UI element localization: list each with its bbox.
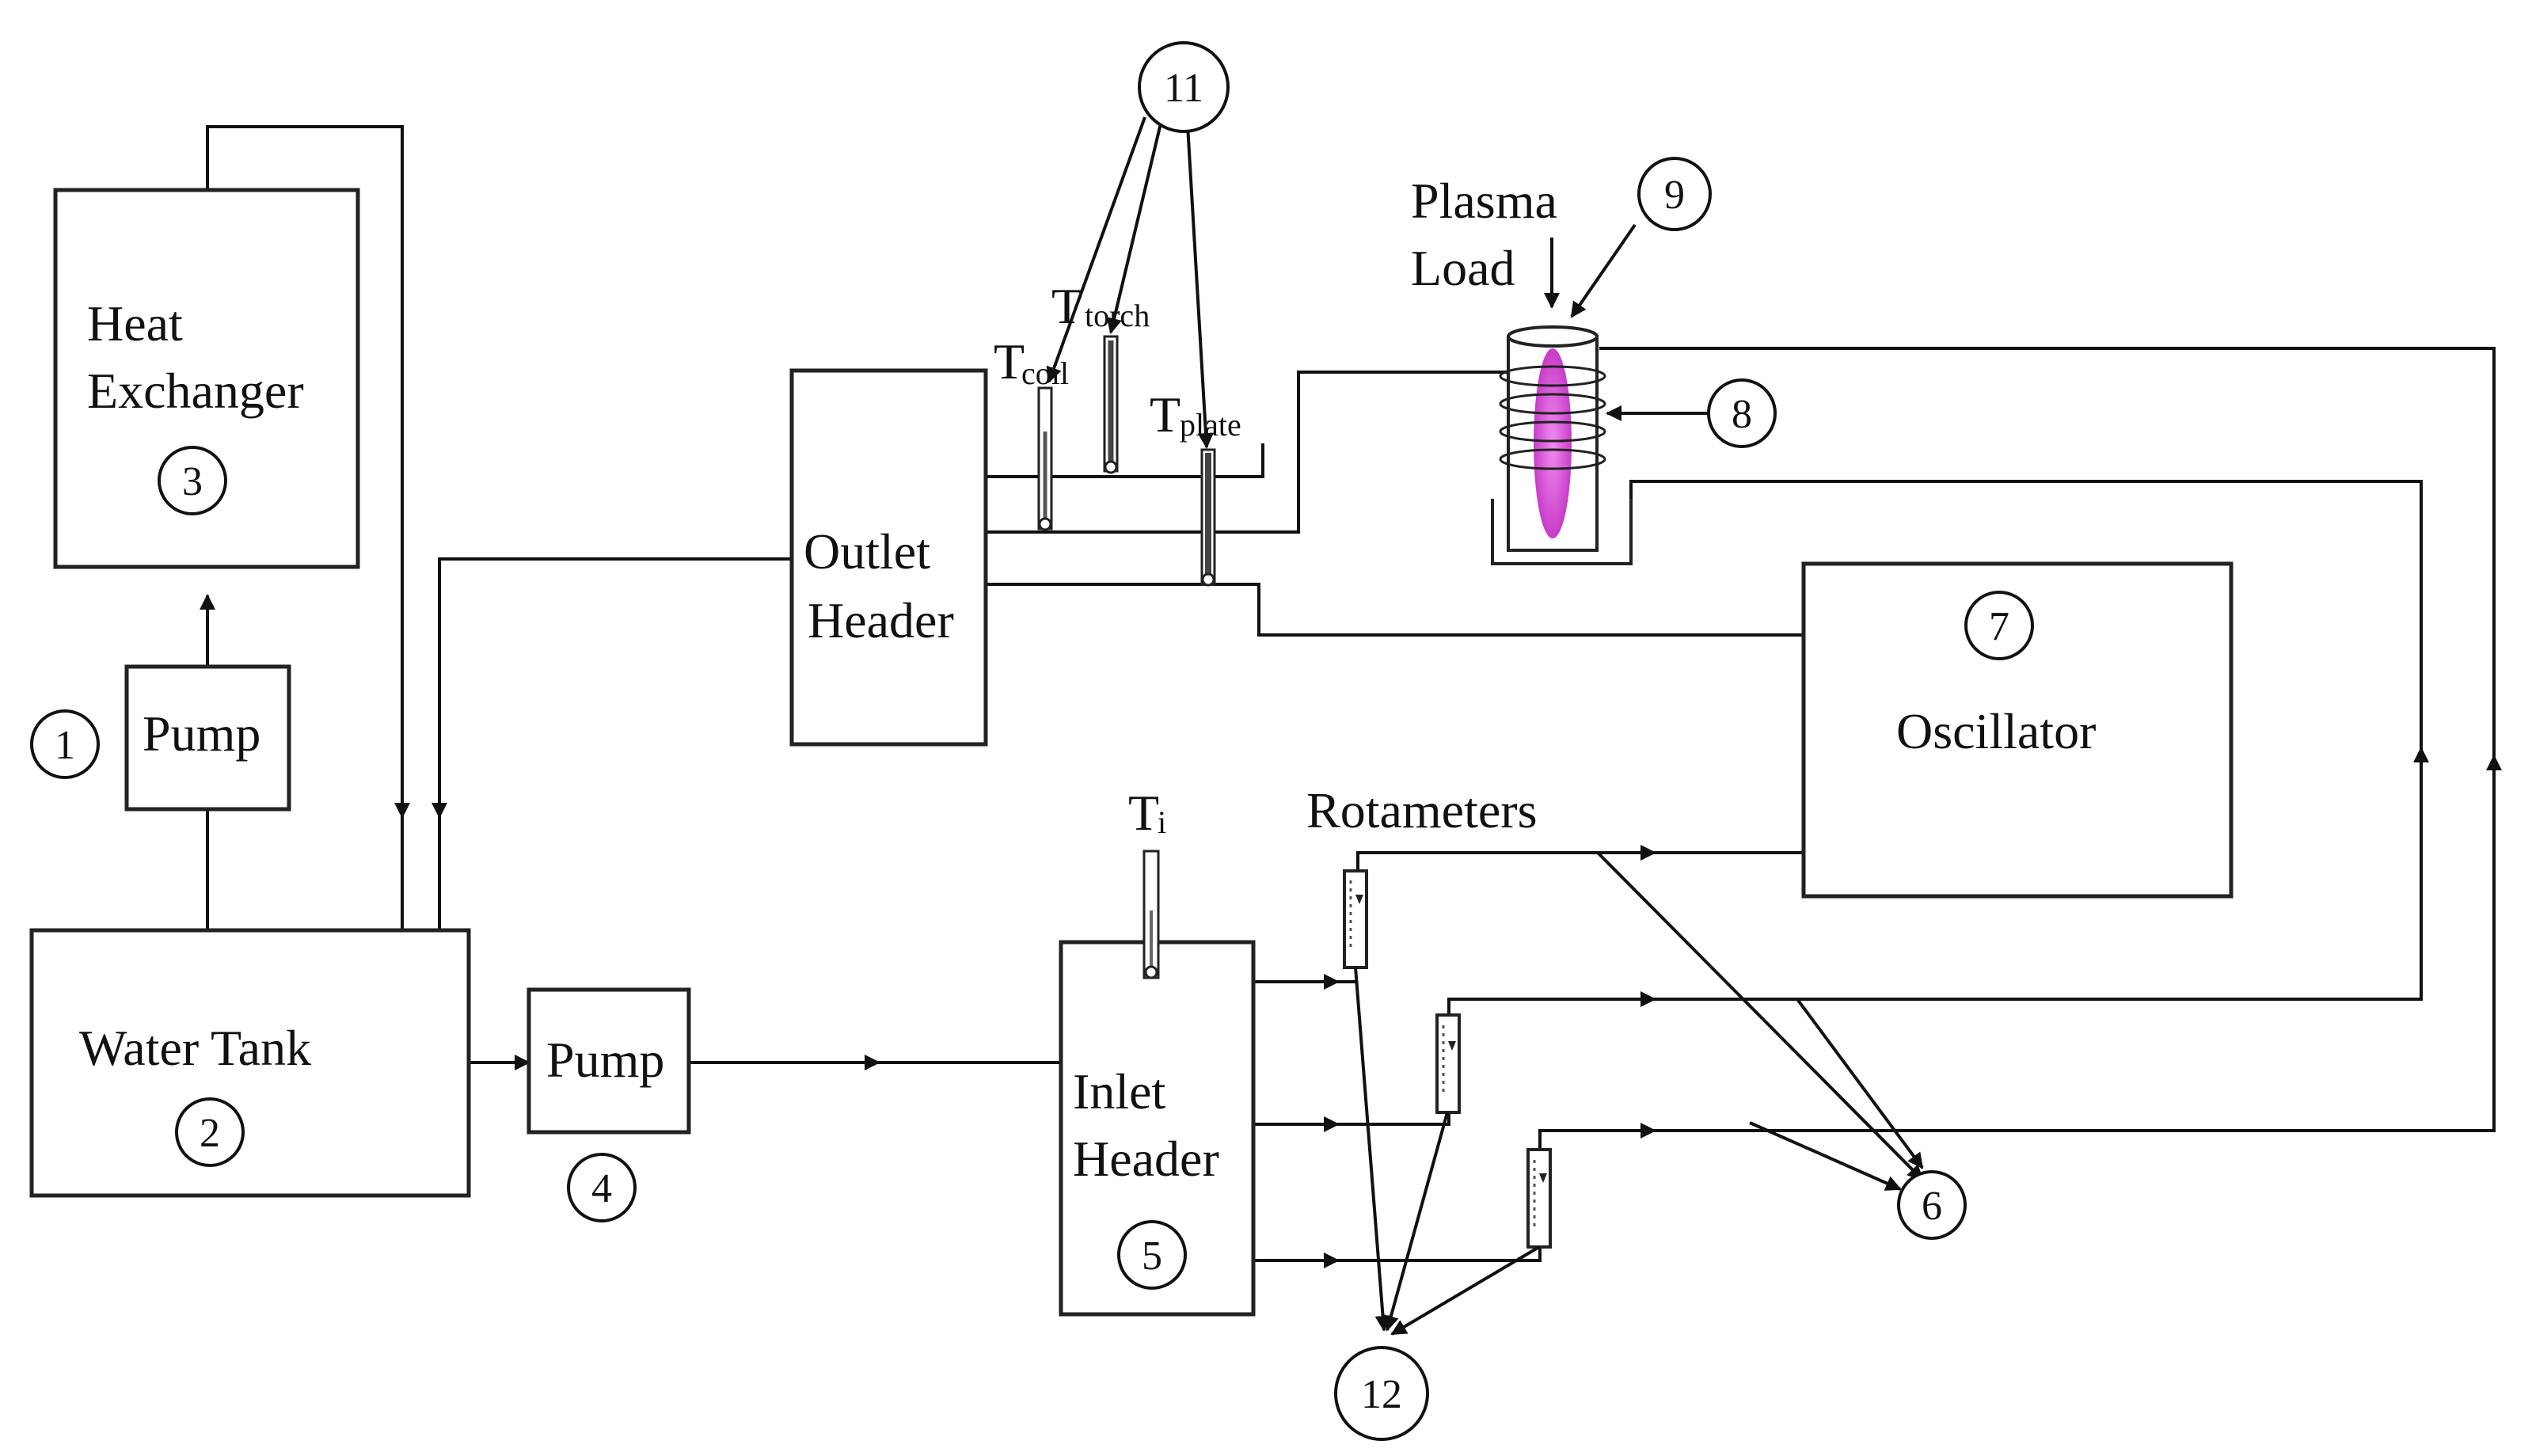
pump-1-box [124,664,291,812]
callout-2: 2 [175,1097,245,1167]
rotameter-3 [1526,1148,1552,1249]
pointer-lines [1046,116,1924,1336]
rotameter-1 [1343,869,1368,969]
plasma-discharge [1534,348,1572,538]
callout-8-number: 8 [1732,392,1752,437]
pointer-11-to-t-coil [1046,116,1146,383]
thermometer-torch [1103,335,1119,474]
callout-2-number: 2 [200,1111,220,1156]
pipe-rotameter-3-out [1538,1129,1655,1150]
callout-4: 4 [567,1153,637,1222]
callout-4-number: 4 [591,1166,612,1211]
callout-5-number: 5 [1142,1234,1162,1279]
rotameters-label: Rotameters [1306,782,1537,838]
pipe-outlet-coil-return [986,371,1560,534]
heat-exchanger-label-1: Heat [87,295,183,352]
pipe-inlet-to-rotameter-2-end [1338,1112,1450,1126]
callout-3-number: 3 [182,459,203,504]
pointer-6-from-rotameter-3 [1749,1121,1902,1191]
pointer-11-to-t-torch [1106,123,1162,334]
callout-1: 1 [30,709,100,779]
callout-7-number: 7 [1989,604,2009,649]
pipe-outlet-plate-return [986,583,1804,637]
inlet-header-label-1: Inlet [1073,1063,1166,1120]
pump-4-box [527,987,691,1135]
outlet-header-label-2: Header [808,592,954,648]
pipe-inlet-to-rotameter-3-end [1338,1247,1542,1262]
pointer-12-to-rotameter-3 [1390,1245,1541,1336]
callout-9: 9 [1637,157,1712,231]
thermometer-inlet [1142,850,1160,979]
water-tank-label: Water Tank [79,1020,311,1076]
water-tank-box [29,928,471,1198]
outlet-header-box [789,368,988,747]
t-inlet-subscript: i [1158,804,1166,840]
pipe-rotameter-1-out [1356,851,1655,871]
pointer-6-from-rotameter-2 [1796,998,1924,1169]
t-coil-label: T [994,333,1025,390]
t-plate-subscript: plate [1180,407,1241,443]
t-coil-subscript: coil [1021,355,1069,391]
pump-4-label: Pump [546,1032,664,1088]
callout-11: 11 [1138,41,1230,133]
callout-6: 6 [1897,1170,1967,1240]
t-inlet-label: T [1128,785,1159,841]
outlet-header-label-1: Outlet [804,523,930,580]
callout-1-number: 1 [55,723,75,768]
pipe-rotameter-3-riser [1655,784,2496,1132]
pipe-outlet-torch-return [986,443,1264,478]
plasma-load-label-2: Load [1411,240,1515,296]
callout-12: 12 [1334,1346,1429,1441]
pointer-9-to-torch [1570,223,1637,318]
thermometer-plate [1200,448,1216,587]
pipe-rotameter-2-out [1447,998,1655,1015]
callout-9-number: 9 [1664,173,1685,218]
pipe-to-torch-top [1599,347,2496,760]
pointer-12-to-rotameter-2 [1383,1112,1449,1332]
callout-8: 8 [1707,378,1777,448]
plasma-torch [1491,325,1633,565]
rotameter-2 [1435,1013,1461,1114]
callout-6-number: 6 [1922,1184,1942,1229]
callout-11-number: 11 [1164,66,1203,111]
pointer-11-to-t-plate [1186,124,1214,449]
thermometer-coil [1037,386,1053,531]
pipe-heat-exchanger-return [206,125,410,819]
callout-12-number: 12 [1361,1372,1402,1417]
plasma-load-label-1: Plasma [1411,173,1557,229]
pump-1-label: Pump [143,705,260,762]
inlet-header-label-2: Header [1073,1131,1219,1187]
callout-7: 7 [1964,591,2034,660]
pointer-6-from-rotameter-1 [1596,851,1924,1181]
pipe-rotameter-2-riser [1655,752,2423,1001]
pipe-outlet-header-to-tank [432,557,792,819]
oscillator-label: Oscillator [1896,703,2096,759]
pointer-12-to-rotameter-1 [1354,967,1391,1332]
callout-3: 3 [158,446,227,515]
heat-exchanger-label-2: Exchanger [87,363,304,419]
induction-coil [1499,365,1606,470]
t-plate-label: T [1150,386,1180,443]
callout-5: 5 [1117,1220,1187,1290]
